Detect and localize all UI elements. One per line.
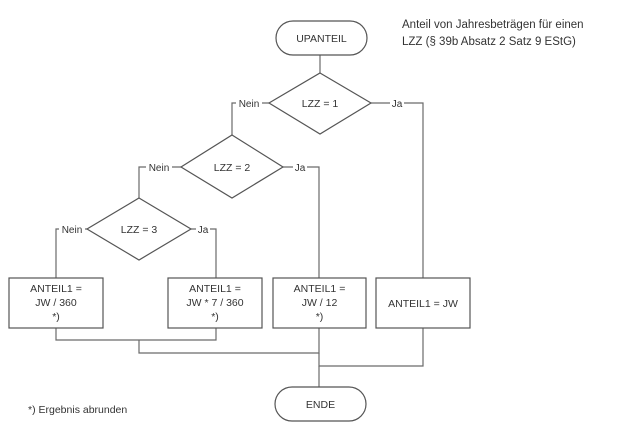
annotation-line-2: LZZ (§ 39b Absatz 2 Satz 9 EStG): [402, 36, 576, 48]
decision-3-label: LZZ = 3: [121, 224, 158, 236]
process-3-line-2: JW / 12: [302, 297, 338, 309]
decision-2-label: LZZ = 2: [214, 162, 251, 174]
decision-1-no-label: Nein: [239, 99, 260, 110]
process-4-line-1: ANTEIL1 = JW: [388, 298, 458, 310]
process-jw-12: ANTEIL1 = JW / 12 *): [272, 277, 367, 329]
connector-merge-1: [55, 328, 217, 341]
process-1-line-2: JW / 360: [35, 297, 77, 309]
process-2-line-2: JW * 7 / 360: [186, 297, 243, 309]
decision-2-yes-label: Ja: [295, 163, 306, 174]
process-2-line-3: *): [211, 311, 219, 323]
process-1-line-3: *): [52, 311, 60, 323]
connector-merge-3: [318, 328, 424, 367]
process-1-line-1: ANTEIL1 =: [30, 283, 82, 295]
decision-3-yes-label: Ja: [198, 225, 209, 236]
connector-d3-yes: [191, 228, 217, 278]
connector-d1-yes: [371, 102, 424, 278]
connectors: [55, 55, 424, 387]
process-3-line-3: *): [316, 311, 324, 323]
start-label: UPANTEIL: [296, 33, 347, 45]
process-jw-7-360: ANTEIL1 = JW * 7 / 360 *): [167, 277, 263, 329]
decision-lzz-3: LZZ = 3: [85, 197, 193, 261]
process-jw: ANTEIL1 = JW: [375, 277, 471, 329]
footnote: *) Ergebnis abrunden: [28, 404, 128, 416]
annotation-line-1: Anteil von Jahresbeträgen für einen: [402, 19, 584, 31]
connector-d2-yes: [283, 166, 320, 278]
decision-1-label: LZZ = 1: [302, 98, 339, 110]
connector-d3-no: [55, 228, 87, 278]
end-terminator: ENDE: [274, 386, 367, 422]
process-jw-360: ANTEIL1 = JW / 360 *): [8, 277, 104, 329]
decision-2-no-label: Nein: [149, 163, 170, 174]
connector-merge-2: [138, 328, 320, 354]
end-label: ENDE: [306, 399, 335, 411]
process-2-line-1: ANTEIL1 =: [189, 283, 241, 295]
decision-lzz-2: LZZ = 2: [179, 134, 285, 199]
flowchart-annotation: Anteil von Jahresbeträgen für einen LZZ …: [402, 17, 584, 51]
start-terminator: UPANTEIL: [275, 20, 368, 56]
process-3-line-1: ANTEIL1 =: [294, 283, 346, 295]
decision-lzz-1: LZZ = 1: [267, 72, 373, 135]
decision-3-no-label: Nein: [62, 225, 83, 236]
decision-1-yes-label: Ja: [392, 99, 403, 110]
